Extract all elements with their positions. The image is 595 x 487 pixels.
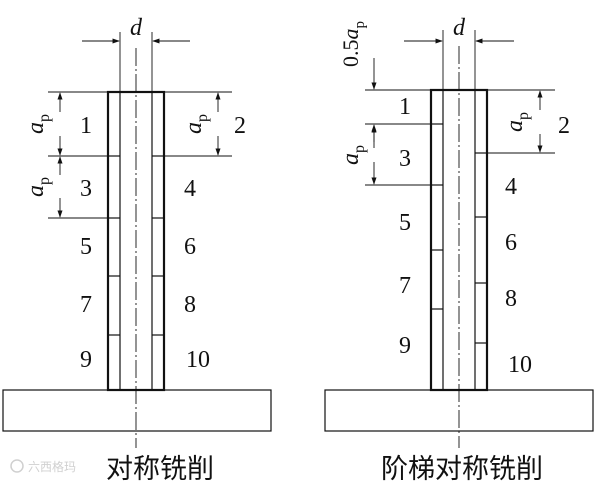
left-layer-2: 2 bbox=[234, 113, 246, 139]
right-ap-label-left: ap bbox=[338, 145, 368, 165]
left-base-plate bbox=[2, 389, 272, 432]
left-figure: d ap ap ap 1 2 3 4 5 6 bbox=[2, 15, 272, 485]
svg-text:ap: ap bbox=[338, 145, 368, 165]
left-ap-label-right: ap bbox=[181, 114, 211, 134]
right-layer-3: 3 bbox=[399, 146, 411, 172]
svg-text:0.5ap: 0.5ap bbox=[338, 21, 368, 67]
right-figure: d 0.5ap ap ap 1 2 3 4 bbox=[324, 15, 594, 485]
left-ap-label-2: ap bbox=[23, 177, 53, 197]
right-caption: 阶梯对称铣削 bbox=[381, 454, 543, 485]
right-layer-6: 6 bbox=[505, 230, 517, 256]
right-d-label: d bbox=[453, 15, 466, 41]
left-caption: 对称铣削 bbox=[106, 454, 214, 485]
svg-text:ap: ap bbox=[23, 177, 53, 197]
right-layer-10: 10 bbox=[508, 352, 532, 378]
svg-text:ap: ap bbox=[181, 114, 211, 134]
svg-text:ap: ap bbox=[502, 112, 532, 132]
left-layer-10: 10 bbox=[186, 347, 210, 373]
right-layer-2: 2 bbox=[558, 113, 570, 139]
right-layer-7: 7 bbox=[399, 273, 411, 299]
left-layer-1: 1 bbox=[80, 113, 92, 139]
right-layer-ticks-right bbox=[475, 152, 487, 344]
watermark-text: 六西格玛 bbox=[28, 459, 76, 474]
right-layer-numbers: 1 2 3 4 5 6 7 8 9 10 bbox=[399, 94, 570, 378]
svg-text:ap: ap bbox=[23, 114, 53, 134]
left-layer-6: 6 bbox=[184, 234, 196, 260]
watermark: 六西格玛 bbox=[10, 459, 76, 474]
left-layer-8: 8 bbox=[184, 292, 196, 318]
right-layer-1: 1 bbox=[399, 94, 411, 120]
left-layer-numbers: 1 2 3 4 5 6 7 8 9 10 bbox=[80, 113, 246, 373]
left-ap-label-1: ap bbox=[23, 114, 53, 134]
right-dim-d: d bbox=[404, 15, 514, 90]
left-layer-3: 3 bbox=[80, 176, 92, 202]
left-layer-4: 4 bbox=[184, 176, 196, 202]
left-dim-d: d bbox=[82, 15, 190, 92]
left-layer-ticks-right bbox=[152, 155, 164, 336]
left-layer-9: 9 bbox=[80, 347, 92, 373]
right-layer-ticks-left bbox=[431, 123, 443, 310]
left-layer-7: 7 bbox=[80, 292, 92, 318]
left-d-label: d bbox=[130, 15, 143, 41]
left-layer-5: 5 bbox=[80, 234, 92, 260]
right-layer-4: 4 bbox=[505, 174, 517, 200]
left-layer-ticks-left bbox=[108, 155, 120, 336]
right-layer-8: 8 bbox=[505, 286, 517, 312]
watermark-logo-icon bbox=[10, 459, 24, 473]
right-layer-9: 9 bbox=[399, 333, 411, 359]
right-half-ap-label: 0.5ap bbox=[338, 21, 368, 67]
right-ap-label-right: ap bbox=[502, 112, 532, 132]
right-layer-5: 5 bbox=[399, 210, 411, 236]
